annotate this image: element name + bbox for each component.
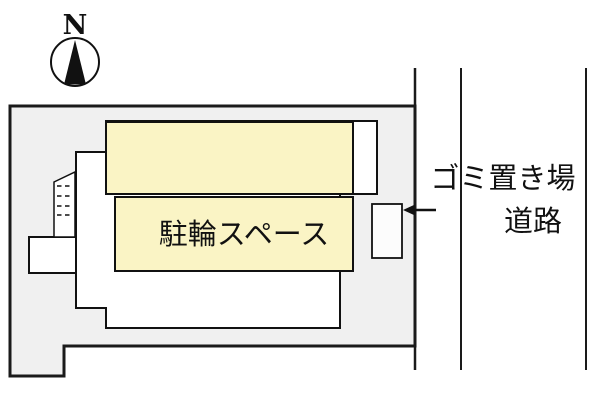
- staircase-outline: [53, 170, 76, 238]
- garbage-arrow: [403, 204, 436, 216]
- north-label: N: [63, 10, 88, 41]
- staircase-steps: [57, 185, 73, 216]
- compass-needle-icon: [64, 40, 86, 85]
- bicycle-space-area: [114, 196, 354, 272]
- garbage-arrow-head-icon: [403, 204, 415, 216]
- garbage-area-box: [371, 203, 403, 259]
- road-lines: [413, 68, 587, 370]
- compass: N: [50, 10, 100, 87]
- road-label: 道路: [504, 204, 562, 238]
- porch-area: [28, 236, 77, 274]
- staircase: [53, 170, 76, 238]
- highlight-area-top: [105, 121, 354, 195]
- bicycle-space-label: 駐輪スペース: [159, 217, 330, 251]
- garbage-area-label: ゴミ置き場: [430, 161, 575, 195]
